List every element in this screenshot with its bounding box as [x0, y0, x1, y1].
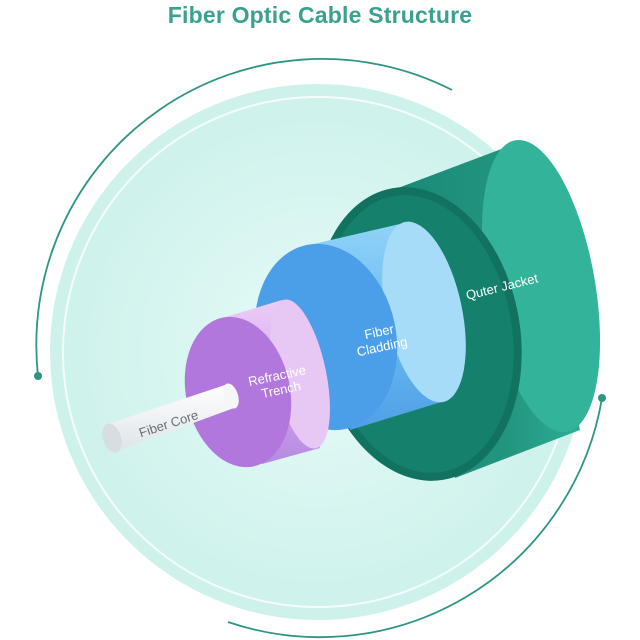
decorative-arc-right — [227, 397, 603, 639]
decorative-arc-left — [35, 58, 453, 377]
arc-dot-left — [34, 372, 42, 380]
fiber-cladding-label-line1: Fiber — [363, 321, 396, 342]
refractive-trench-layer — [184, 299, 330, 468]
fiber-core-layer — [102, 383, 239, 453]
page-title: Fiber Optic Cable Structure — [167, 2, 473, 28]
arc-dot-right — [598, 394, 606, 402]
